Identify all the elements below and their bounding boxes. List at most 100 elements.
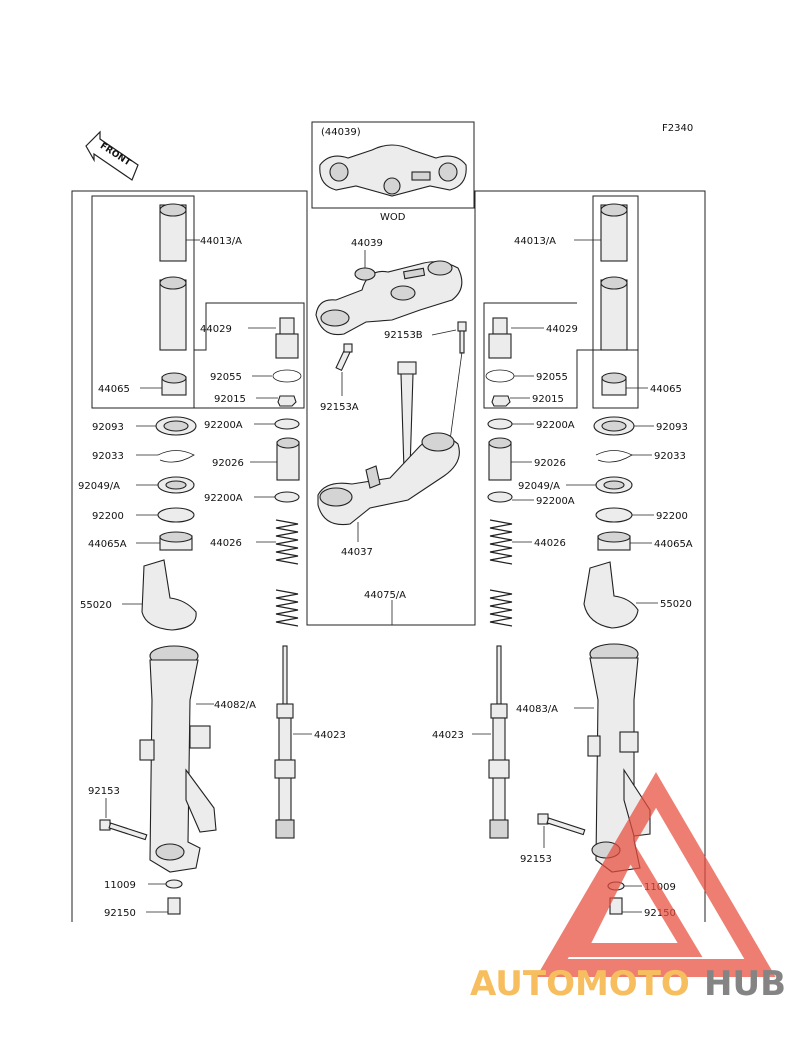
nut-92015-right — [491, 395, 511, 407]
bushing-44065-left — [161, 372, 187, 396]
watermark-text-1: AUTOMOTO — [470, 964, 690, 1004]
label-44065-left: 44065 — [98, 384, 130, 395]
label-92055-right: 92055 — [536, 372, 568, 383]
bushing-44065-right — [601, 372, 627, 396]
washer-92200a-left-1 — [274, 418, 300, 430]
label-44023-left: 44023 — [314, 730, 346, 741]
label-92033-left: 92033 — [92, 451, 124, 462]
label-92150-left: 92150 — [104, 908, 136, 919]
oil-seal-92093-right — [593, 416, 635, 436]
washer-92200a-left-2 — [274, 491, 300, 503]
label-92200a-left-2: 92200A — [204, 493, 243, 504]
bolt-92150-left — [167, 897, 181, 915]
o-ring-92055-right — [485, 369, 515, 383]
label-44026-left: 44026 — [210, 538, 242, 549]
circlip-92033-right — [595, 450, 633, 463]
circlip-92033-left — [157, 450, 195, 463]
label-92200a-left-1: 92200A — [204, 420, 243, 431]
spring-44026-right-upper — [489, 519, 513, 565]
label-92026-right: 92026 — [534, 458, 566, 469]
watermark-triangle-inner — [568, 835, 703, 957]
outer-tube-44082a-left — [139, 645, 217, 873]
label-44082a-left: 44082/A — [214, 700, 256, 711]
spring-44026-left-lower — [275, 589, 299, 627]
washer-92200a-right-2 — [487, 491, 513, 503]
spacer-92026-right — [488, 437, 512, 481]
washer-11009-left — [165, 879, 183, 889]
inset-label: (44039) — [321, 127, 361, 138]
top-cap-44029-left — [275, 317, 299, 359]
upper-bracket-44039 — [315, 250, 463, 336]
label-44013a-left: 44013/A — [200, 236, 242, 247]
washer-92200-right — [595, 507, 633, 523]
inset-upper-bracket: (44039) WOD — [319, 127, 467, 223]
assembly-frame — [71, 121, 706, 922]
fork-tube-right — [600, 203, 628, 351]
label-44026-right: 44026 — [534, 538, 566, 549]
label-44029-right: 44029 — [546, 324, 578, 335]
label-92033-right: 92033 — [654, 451, 686, 462]
bolt-92153a — [335, 343, 353, 372]
label-44065-right: 44065 — [650, 384, 682, 395]
spring-44026-left-upper — [275, 519, 299, 565]
inset-caption: WOD — [380, 212, 406, 223]
label-92200a-right-2: 92200A — [536, 496, 575, 507]
callout-44037: 44037 — [341, 547, 373, 558]
top-cap-44029-right — [488, 317, 512, 359]
label-92150-right: 92150 — [644, 908, 676, 919]
label-44065a-right: 44065A — [654, 539, 693, 550]
diagram-code: F2340 — [662, 123, 693, 134]
o-ring-92055-left — [272, 369, 302, 383]
label-92200a-right-1: 92200A — [536, 420, 575, 431]
label-92153-right: 92153 — [520, 854, 552, 865]
bushing-44065a-left — [159, 531, 193, 551]
bolt-92153-right — [537, 813, 586, 836]
watermark-logo: AUTOMOTO HUB — [470, 772, 786, 1004]
callout-44075a: 44075/A — [364, 590, 406, 601]
washer-92200-left — [157, 507, 195, 523]
label-92200-right: 92200 — [656, 511, 688, 522]
front-arrow-icon: FRONT — [85, 130, 139, 181]
label-92093-left: 92093 — [92, 422, 124, 433]
label-92026-left: 92026 — [212, 458, 244, 469]
spring-44026-right-lower — [489, 589, 513, 627]
label-92015-left: 92015 — [214, 394, 246, 405]
oil-seal-92093-left — [155, 416, 197, 436]
label-92093-right: 92093 — [656, 422, 688, 433]
label-44065a-left: 44065A — [88, 539, 127, 550]
label-55020-left: 55020 — [80, 600, 112, 611]
spacer-92026-left — [276, 437, 300, 481]
fork-guard-55020-left — [141, 559, 197, 631]
label-92153-left: 92153 — [88, 786, 120, 797]
bolt-92150-right — [609, 897, 623, 915]
watermark-triangle-outer — [536, 772, 776, 977]
nut-92015-left — [277, 395, 297, 407]
damper-rod-44023-left — [274, 645, 296, 839]
label-92015-right: 92015 — [532, 394, 564, 405]
label-44023-right: 44023 — [432, 730, 464, 741]
label-44029-left: 44029 — [200, 324, 232, 335]
label-92200-left: 92200 — [92, 511, 124, 522]
seal-92049a-right — [595, 476, 633, 494]
bolt-92153b — [457, 321, 467, 354]
label-11009-left: 11009 — [104, 880, 136, 891]
label-55020-right: 55020 — [660, 599, 692, 610]
label-44083a-right: 44083/A — [516, 704, 558, 715]
label-92049a-right: 92049/A — [518, 481, 560, 492]
steering-stem-44037 — [317, 351, 463, 526]
callout-92153b: 92153B — [384, 330, 423, 341]
callout-44039: 44039 — [351, 238, 383, 249]
bolt-92153-left — [99, 819, 148, 841]
damper-rod-44023-right — [488, 645, 510, 839]
label-92055-left: 92055 — [210, 372, 242, 383]
watermark-text-2: HUB — [704, 964, 786, 1004]
fork-guard-55020-right — [583, 561, 639, 629]
fork-tube-left — [159, 203, 187, 351]
callout-92153a: 92153A — [320, 402, 359, 413]
washer-92200a-right-1 — [487, 418, 513, 430]
label-44013a-right: 44013/A — [514, 236, 556, 247]
seal-92049a-left — [157, 476, 195, 494]
label-92049a-left: 92049/A — [78, 481, 120, 492]
bushing-44065a-right — [597, 531, 631, 551]
